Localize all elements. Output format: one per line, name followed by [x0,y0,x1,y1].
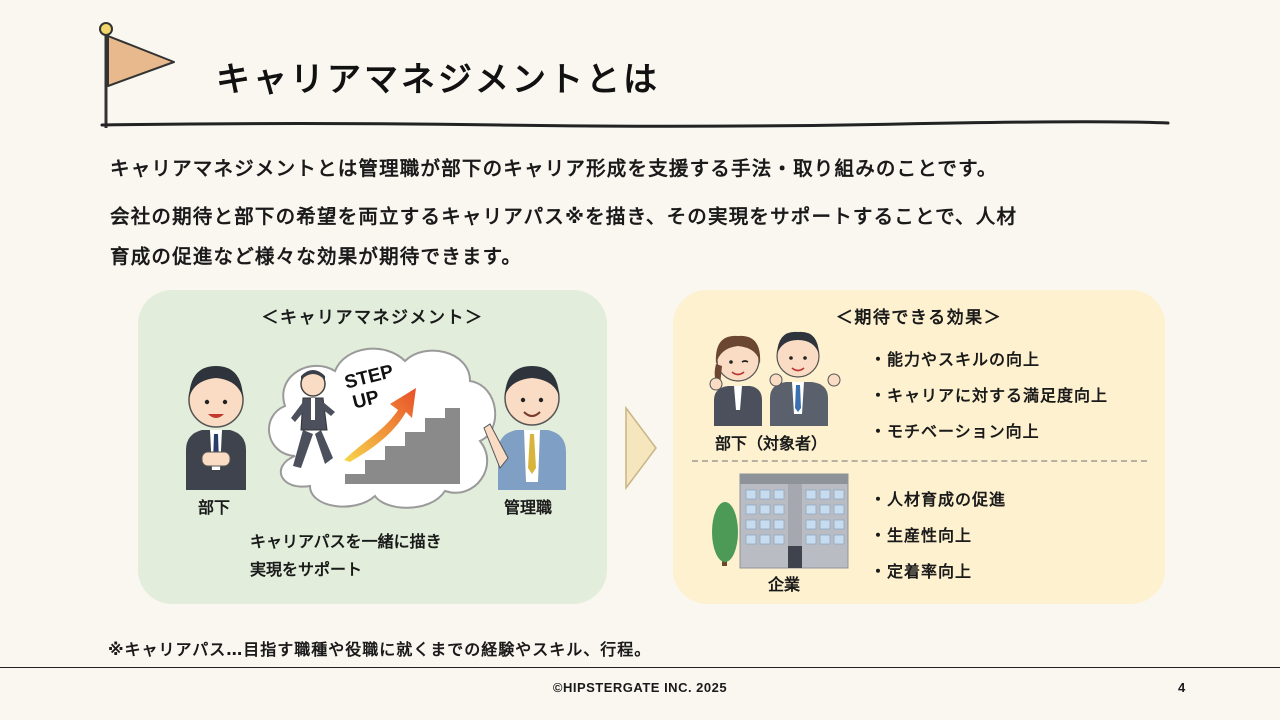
caption-line-1: キャリアパスを一緒に描き [250,532,442,551]
intro-line-3: 育成の促進など様々な効果が期待できます。 [110,245,523,268]
chevron-right-icon [625,406,657,490]
step-up-arrow-icon [344,388,416,462]
page-number: 4 [1178,680,1186,695]
step-up-label: STEP UP [343,361,396,412]
footer-divider [0,667,1280,668]
employee-effect-1: ・能力やスキルの向上 [870,350,1041,369]
company-effect-1: ・人材育成の促進 [870,490,1007,509]
employees-icon [709,331,841,426]
company-effect-3: ・定着率向上 [870,562,973,581]
expected-effects-title: ＜期待できる効果＞ [835,308,1003,328]
intro-line-2: 会社の期待と部下の希望を両立するキャリアパス※を描き、その実現をサポートすること… [110,205,1018,228]
employee-label: 部下（対象者） [715,434,828,453]
employee-effect-2: ・キャリアに対する満足度向上 [870,386,1109,405]
title-underline [100,120,1170,128]
section-divider [692,460,1147,462]
footnote: ※キャリアパス…目指す職種や役職に就くまでの経験やスキル、行程。 [108,640,652,659]
subordinate-label: 部下 [198,498,231,517]
manager-person-icon [483,366,566,490]
subordinate-person-icon [186,366,246,490]
running-person-icon [291,370,335,468]
copyright: ©HIPSTERGATE INC. 2025 [552,680,728,695]
employee-effect-3: ・モチベーション向上 [870,422,1040,441]
company-effect-2: ・生産性向上 [870,526,973,545]
up-text: UP [351,387,382,412]
building-icon [712,473,849,569]
manager-label: 管理職 [504,498,553,517]
intro-line-1: キャリアマネジメントとは管理職が部下のキャリア形成を支援する手法・取り組みのこと… [110,157,998,180]
page-title: キャリアマネジメントとは [216,60,660,100]
flag-icon [99,22,175,128]
caption-line-2: 実現をサポート [250,560,363,579]
career-management-title: ＜キャリアマネジメント＞ [261,308,484,328]
company-label: 企業 [768,575,801,594]
staircase-icon [345,408,460,484]
